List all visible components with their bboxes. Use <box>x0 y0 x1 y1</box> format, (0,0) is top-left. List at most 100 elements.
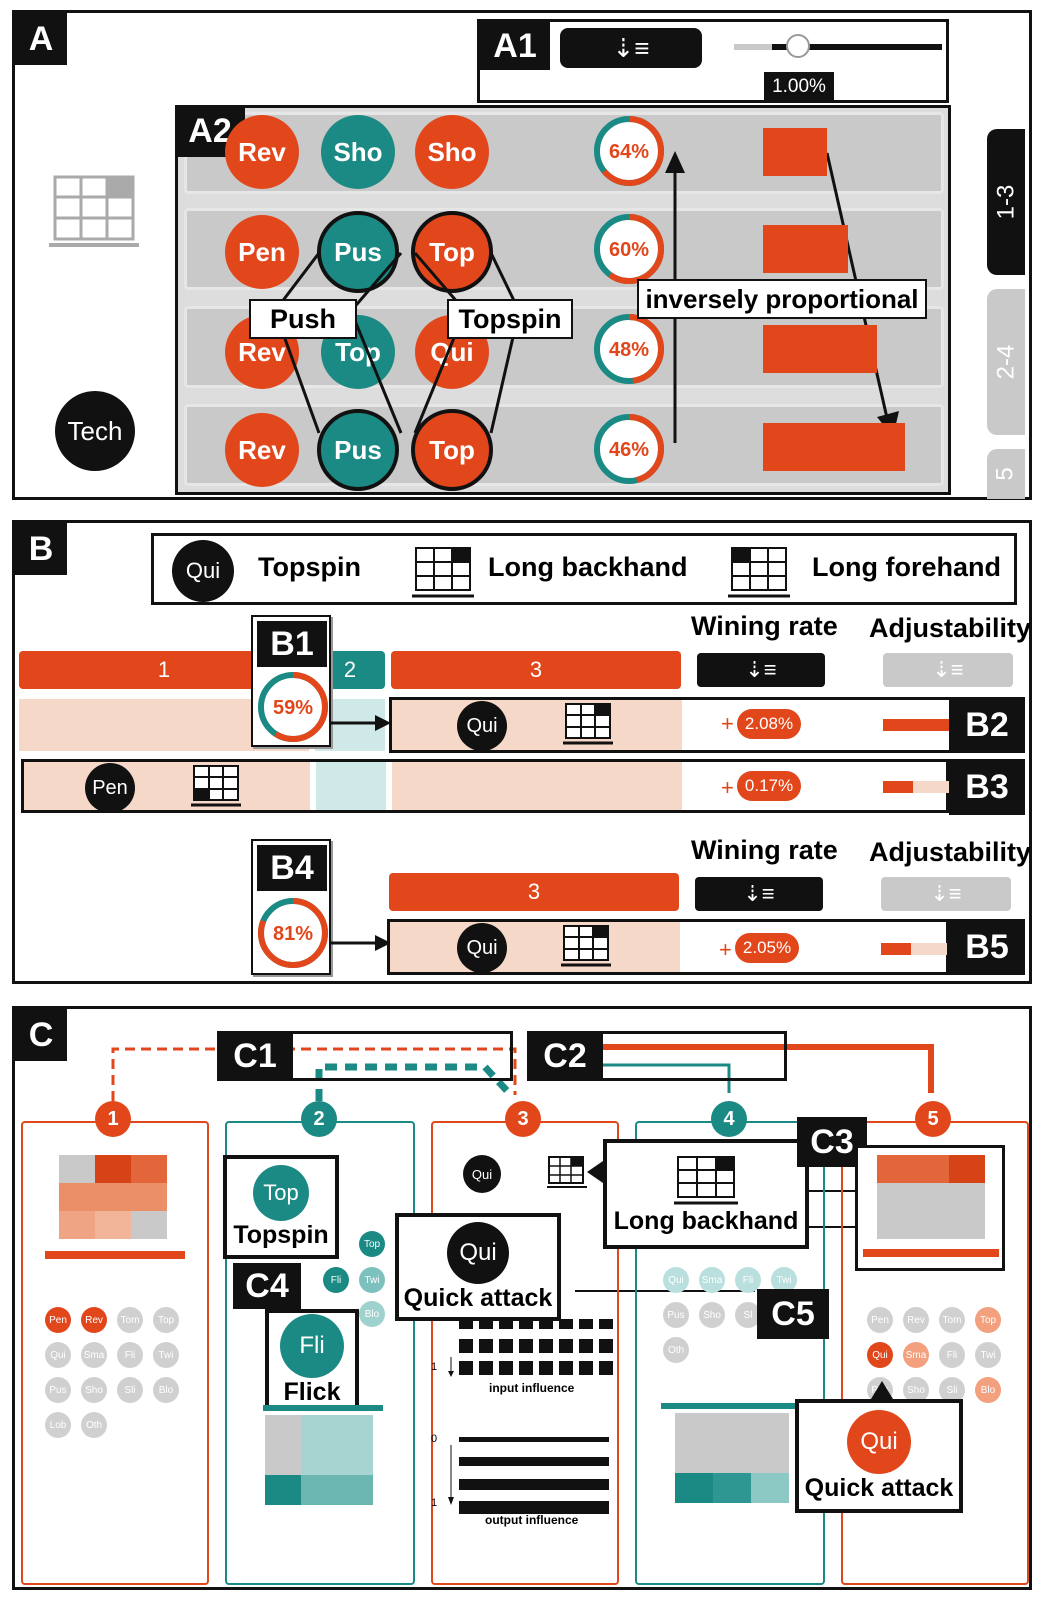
qui-bottom-circle[interactable]: Qui <box>847 1409 911 1474</box>
technique-circle[interactable]: Sho <box>81 1377 107 1403</box>
technique-circle[interactable]: Pen <box>45 1307 71 1333</box>
technique-circle[interactable]: Qui <box>663 1267 689 1293</box>
shot-circle[interactable]: Pen <box>85 763 135 813</box>
tab-5[interactable]: 5 <box>987 449 1025 499</box>
stage-number[interactable]: 5 <box>915 1101 951 1137</box>
tab-2-4[interactable]: 2-4 <box>987 289 1025 435</box>
fli-callout-name: Flick <box>283 1377 341 1406</box>
shot-circle[interactable]: Rev <box>225 115 299 189</box>
technique-circle[interactable]: Sl <box>735 1302 761 1328</box>
technique-circle[interactable]: Blo <box>359 1301 385 1327</box>
stage-number[interactable]: 1 <box>95 1101 131 1137</box>
stage-header-3[interactable]: 3 <box>389 873 679 911</box>
technique-circle[interactable]: Fli <box>323 1267 349 1293</box>
technique-circle[interactable]: Fli <box>117 1342 143 1368</box>
technique-circle[interactable]: Twi <box>153 1342 179 1368</box>
table-grid-svg <box>49 175 139 247</box>
technique-circle[interactable]: Pus <box>45 1377 71 1403</box>
technique-circle[interactable]: Sli <box>117 1377 143 1403</box>
qui-callout-circle[interactable]: Qui <box>447 1221 509 1284</box>
technique-circle[interactable]: Twi <box>359 1267 385 1293</box>
technique-circle[interactable]: Qui <box>867 1342 893 1368</box>
panel-b: B Qui Topspin Long backhand Long forehan… <box>12 520 1032 984</box>
stage-number[interactable]: 2 <box>301 1101 337 1137</box>
technique-circle[interactable]: Sma <box>903 1342 929 1368</box>
sort-icon: ⇣≡ <box>930 881 962 906</box>
technique-circle[interactable]: Sma <box>699 1267 725 1293</box>
technique-circle[interactable]: Tom <box>117 1307 143 1333</box>
technique-circle[interactable]: Top <box>975 1307 1001 1333</box>
technique-circle[interactable]: Tom <box>939 1307 965 1333</box>
technique-circle[interactable]: Top <box>359 1231 385 1257</box>
b1-arrow <box>331 715 391 731</box>
stage-number[interactable]: 4 <box>711 1101 747 1137</box>
c4-tag: C4 <box>233 1263 301 1309</box>
donut-svg: 60% <box>594 214 664 284</box>
technique-circle[interactable]: Twi <box>975 1342 1001 1368</box>
tab-label: 1-3 <box>992 184 1019 220</box>
sort-button[interactable]: ⇣≡ <box>560 28 702 68</box>
technique-circle[interactable]: Sho <box>903 1377 929 1403</box>
technique-circle[interactable]: Sho <box>699 1302 725 1328</box>
sort-adjust-button[interactable]: ⇣≡ <box>883 653 1013 687</box>
technique-circle[interactable]: Twi <box>771 1267 797 1293</box>
stage-number: 1 <box>157 657 171 682</box>
technique-circle[interactable]: Sma <box>81 1342 107 1368</box>
stage-number: 3 <box>529 657 543 682</box>
technique-circle[interactable]: Fli <box>735 1267 761 1293</box>
panel-a: A A1 ⇣≡ 1.00% Tech A2 Rev Sho <box>12 10 1032 500</box>
donut-arc <box>594 414 664 484</box>
shot-circle[interactable]: Pus <box>317 409 399 491</box>
shot-circle[interactable]: Qui <box>457 701 507 751</box>
adjust-fill <box>883 781 913 793</box>
panel-a-tag: A <box>15 13 67 65</box>
stage-header-3[interactable]: 3 <box>391 651 681 689</box>
shot-circle[interactable]: Sho <box>321 115 395 189</box>
donut-label: 59% <box>273 697 313 719</box>
stage4-heatmap <box>661 1403 811 1503</box>
technique-circle[interactable]: Rev <box>903 1307 929 1333</box>
shot-circle[interactable]: Top <box>411 409 493 491</box>
slider-thumb[interactable] <box>786 34 810 58</box>
technique-circle[interactable]: Top <box>153 1307 179 1333</box>
sort-adjust-button[interactable]: ⇣≡ <box>881 877 1011 911</box>
table-icon <box>49 173 139 251</box>
shot-circle[interactable]: Top <box>411 211 493 293</box>
technique-circle[interactable]: Oth <box>663 1337 689 1363</box>
sort-winning-button[interactable]: ⇣≡ <box>695 877 823 911</box>
qui-bottom-callout: Qui Quick attack <box>795 1399 963 1513</box>
shot-circle[interactable]: Pus <box>317 211 399 293</box>
technique-circle[interactable]: Pen <box>867 1307 893 1333</box>
shot-circle[interactable]: Qui <box>457 923 507 973</box>
shot-circle[interactable]: Rev <box>225 413 299 487</box>
technique-circle[interactable]: Blo <box>975 1377 1001 1403</box>
shot-circle[interactable]: Pen <box>225 215 299 289</box>
technique-circle[interactable]: Oth <box>81 1412 107 1438</box>
stage-number: 2 <box>343 657 357 682</box>
donut-svg: 64% <box>594 116 664 186</box>
technique-circle[interactable]: Qui <box>45 1342 71 1368</box>
technique-circle[interactable]: Sli <box>939 1377 965 1403</box>
qui-callout-name: Quick attack <box>403 1283 553 1312</box>
sort-winning-button[interactable]: ⇣≡ <box>697 653 825 687</box>
long-backhand-icon <box>561 925 611 967</box>
fli-callout-circle[interactable]: Fli <box>280 1313 344 1378</box>
b3-row[interactable] <box>21 759 949 813</box>
threshold-slider[interactable] <box>734 34 942 58</box>
technique-circle[interactable]: Fli <box>939 1342 965 1368</box>
stage-number[interactable]: 3 <box>505 1101 541 1137</box>
donut-svg: 48% <box>594 314 664 384</box>
tech-button[interactable]: Tech <box>55 391 135 471</box>
donut-label: 81% <box>273 923 313 945</box>
top-callout-circle[interactable]: Top <box>253 1164 309 1221</box>
technique-circle[interactable]: Pus <box>663 1302 689 1328</box>
technique-circle[interactable]: Rev <box>81 1307 107 1333</box>
long-backhand-small-icon <box>547 1156 587 1188</box>
technique-circle[interactable]: Lob <box>45 1412 71 1438</box>
delta-sign: + <box>719 937 732 962</box>
tab-1-3[interactable]: 1-3 <box>987 129 1025 275</box>
qui-small-circle[interactable]: Qui <box>463 1155 501 1193</box>
shot-circle[interactable]: Sho <box>415 115 489 189</box>
rate-donut: 64% <box>591 113 667 189</box>
technique-circle[interactable]: Blo <box>153 1377 179 1403</box>
